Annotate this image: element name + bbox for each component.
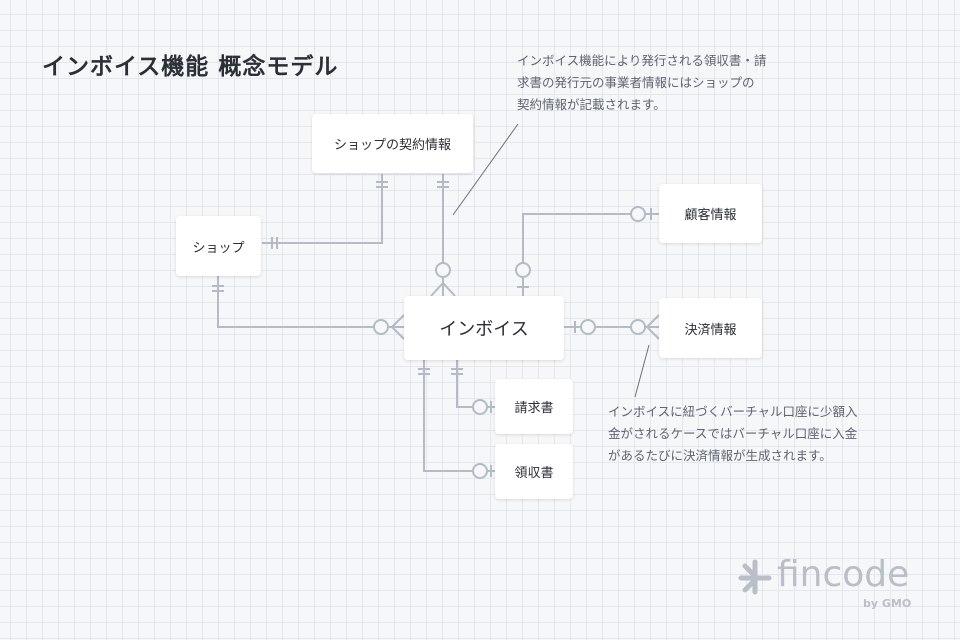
note-payment: インボイスに紐づくバーチャル口座に少額入 金がされるケースではバーチャル口座に入… (608, 401, 858, 467)
note-pointer-payment (634, 344, 650, 398)
entity-shop[interactable]: ショップ (176, 216, 261, 276)
entity-contract[interactable]: ショップの契約情報 (312, 114, 473, 173)
note-line: 契約情報が記載されます。 (517, 97, 666, 112)
entity-customer[interactable]: 顧客情報 (659, 184, 762, 243)
logo-wordmark: fincode (777, 554, 910, 595)
entity-invoice[interactable]: インボイス (404, 296, 564, 360)
page-title: インボイス機能 概念モデル (42, 54, 339, 80)
note-contract: インボイス機能により発行される領収書・請 求書の発行元の事業者情報にはショップの… (517, 50, 766, 116)
line-invoice-receipt (423, 360, 473, 472)
note-line: インボイス機能により発行される領収書・請 (517, 53, 767, 68)
logo-byline: by GMO (863, 597, 912, 610)
note-line: 求書の発行元の事業者情報にはショップの (517, 75, 755, 90)
entity-receipt[interactable]: 領収書 (495, 444, 573, 499)
note-line: インボイスに紐づくバーチャル口座に少額入 (608, 404, 858, 419)
entity-bill[interactable]: 請求書 (495, 379, 573, 434)
entity-payment[interactable]: 決済情報 (659, 298, 762, 358)
note-pointer-contract (452, 123, 519, 216)
fincode-logo: fincode by GMO (737, 556, 937, 616)
line-shop-invoice (217, 276, 374, 328)
line-invoice-bill (456, 360, 473, 408)
asterisk-logo-icon (738, 559, 772, 595)
note-line: があるたびに決済情報が生成されます。 (608, 448, 832, 463)
line-shop-contract (262, 174, 383, 244)
note-line: 金がされるケースではバーチャル口座に入金 (608, 426, 858, 441)
